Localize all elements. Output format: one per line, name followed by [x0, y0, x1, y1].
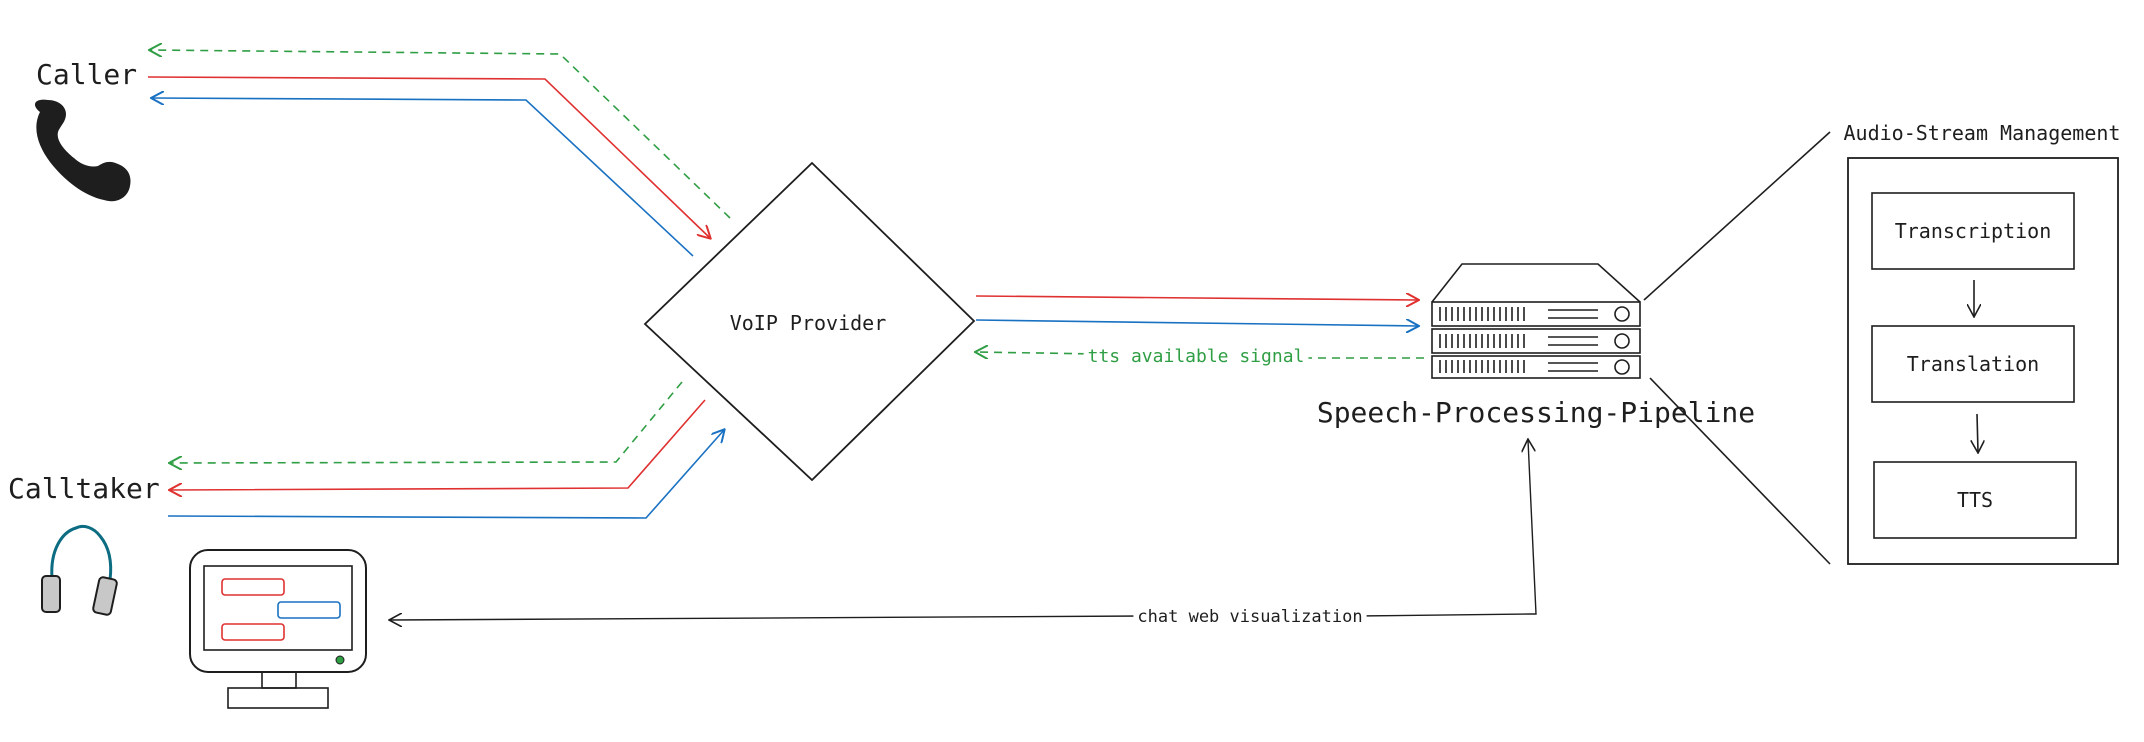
- calltaker-blue-arrow: [167, 430, 724, 519]
- zoom-line-bottom: [1649, 377, 1831, 565]
- chat-visualization-label-bg: [1133, 605, 1367, 629]
- phone-icon: [34, 99, 131, 202]
- headset-icon: [41, 524, 118, 616]
- voip-to-pipeline-red-arrow: [975, 296, 1418, 300]
- chat-visualization-connector: [1355, 613, 1531, 617]
- step-translation: Translation: [1871, 325, 2075, 403]
- server-icon: [1431, 263, 1641, 379]
- tts-signal-dashed-arrow-tail: [976, 352, 1101, 354]
- step-transcription-label: Transcription: [1895, 219, 2052, 243]
- tts-signal-label: tts available signal: [1088, 346, 1305, 367]
- step-translation-label: Translation: [1907, 352, 2039, 376]
- chat-visualization-arrow-tail: [390, 616, 1146, 620]
- step-arrow-2: [1977, 413, 1978, 452]
- voip-to-pipeline-blue-arrow: [975, 320, 1418, 326]
- chat-visualization-arrow: [1528, 440, 1537, 615]
- tts-signal-label-bg: [1083, 344, 1309, 369]
- calltaker-label: Calltaker: [8, 472, 160, 505]
- calltaker-red-arrow: [170, 399, 706, 490]
- calltaker-green-dashed-arrow: [170, 381, 683, 463]
- voip-provider-node: VoIP Provider: [643, 161, 976, 482]
- pipeline-label: Speech-Processing-Pipeline: [1317, 396, 1755, 429]
- step-tts: TTS: [1873, 461, 2077, 539]
- caller-green-dashed-arrow: [150, 50, 731, 219]
- step-tts-label: TTS: [1957, 488, 1993, 512]
- step-transcription: Transcription: [1871, 192, 2075, 270]
- caller-red-arrow: [147, 76, 710, 238]
- caller-label: Caller: [36, 58, 137, 91]
- voip-provider-label: VoIP Provider: [730, 311, 887, 335]
- audio-stream-container: [1847, 157, 2119, 565]
- zoom-line-top: [1643, 131, 1831, 301]
- audio-stream-title: Audio-Stream Management: [1844, 121, 2121, 145]
- chat-visualization-label: chat web visualization: [1137, 607, 1362, 627]
- monitor-icon: [189, 549, 367, 709]
- caller-blue-arrow: [152, 98, 694, 257]
